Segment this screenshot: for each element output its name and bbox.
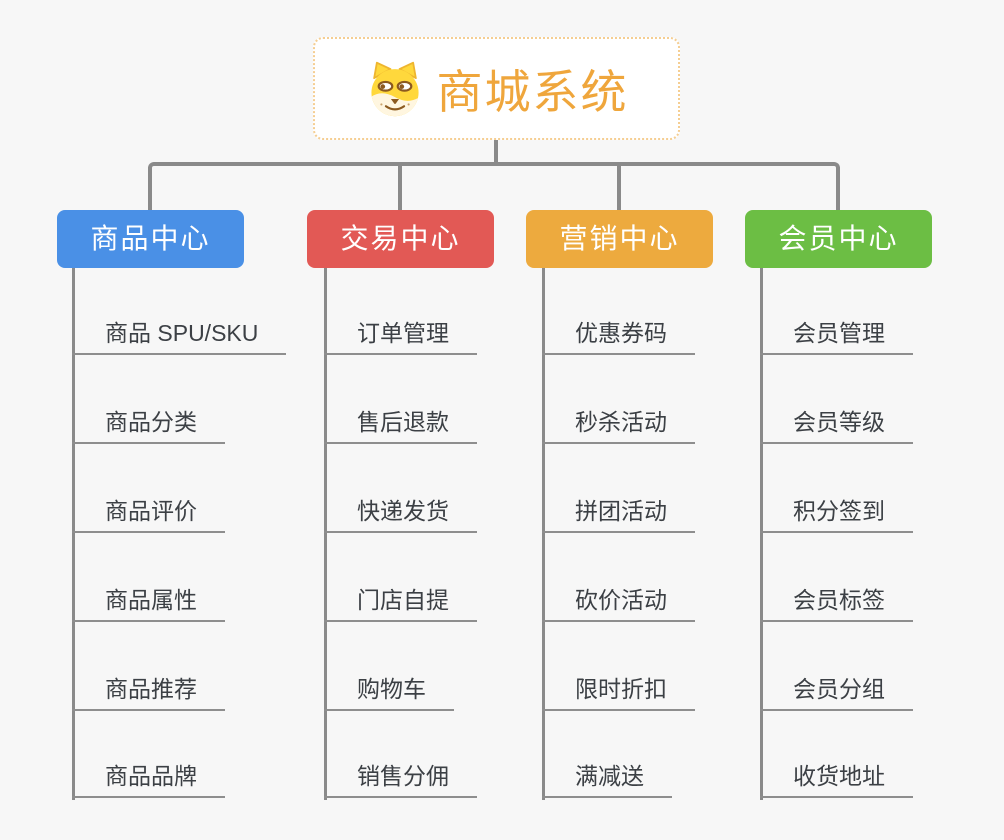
leaf-node[interactable]: 秒杀活动 (542, 408, 695, 444)
connector-branch-line (760, 268, 763, 800)
leaf-node[interactable]: 商品 SPU/SKU (72, 319, 287, 355)
root-title: 商城系统 (436, 65, 629, 118)
leaf-node[interactable]: 会员分组 (760, 675, 913, 711)
leaf-node[interactable]: 门店自提 (324, 586, 477, 622)
leaf-node[interactable]: 销售分佣 (324, 762, 477, 798)
leaf-node[interactable]: 拼团活动 (542, 497, 695, 533)
branch-node-marketing-center[interactable]: 营销中心 (526, 210, 713, 268)
leaf-node[interactable]: 满减送 (542, 762, 672, 798)
leaf-node[interactable]: 限时折扣 (542, 675, 695, 711)
leaf-node[interactable]: 商品评价 (72, 497, 225, 533)
leaf-node[interactable]: 会员管理 (760, 319, 913, 355)
leaf-node[interactable]: 收货地址 (760, 762, 913, 798)
leaf-node[interactable]: 砍价活动 (542, 586, 695, 622)
connector-drop-3 (617, 164, 621, 210)
connector-branch-line (324, 268, 327, 800)
leaf-node[interactable]: 快递发货 (324, 497, 477, 533)
dog-face-icon (365, 60, 425, 118)
leaf-node[interactable]: 会员等级 (760, 408, 913, 444)
branch-node-member-center[interactable]: 会员中心 (745, 210, 932, 268)
connector-trunk (148, 162, 840, 210)
leaf-node[interactable]: 订单管理 (324, 319, 477, 355)
leaf-node[interactable]: 优惠券码 (542, 319, 695, 355)
leaf-node[interactable]: 会员标签 (760, 586, 913, 622)
connector-root-stub (494, 140, 498, 164)
root-node[interactable]: 商城系统 (313, 37, 680, 140)
leaf-node[interactable]: 售后退款 (324, 408, 477, 444)
leaf-node[interactable]: 积分签到 (760, 497, 913, 533)
connector-branch-line (72, 268, 75, 800)
branch-node-trade-center[interactable]: 交易中心 (307, 210, 494, 268)
leaf-node[interactable]: 商品分类 (72, 408, 225, 444)
leaf-node[interactable]: 商品品牌 (72, 762, 225, 798)
leaf-node[interactable]: 购物车 (324, 675, 454, 711)
leaf-node[interactable]: 商品属性 (72, 586, 225, 622)
connector-branch-line (542, 268, 545, 800)
leaf-node[interactable]: 商品推荐 (72, 675, 225, 711)
connector-drop-2 (398, 164, 402, 210)
branch-node-product-center[interactable]: 商品中心 (57, 210, 244, 268)
